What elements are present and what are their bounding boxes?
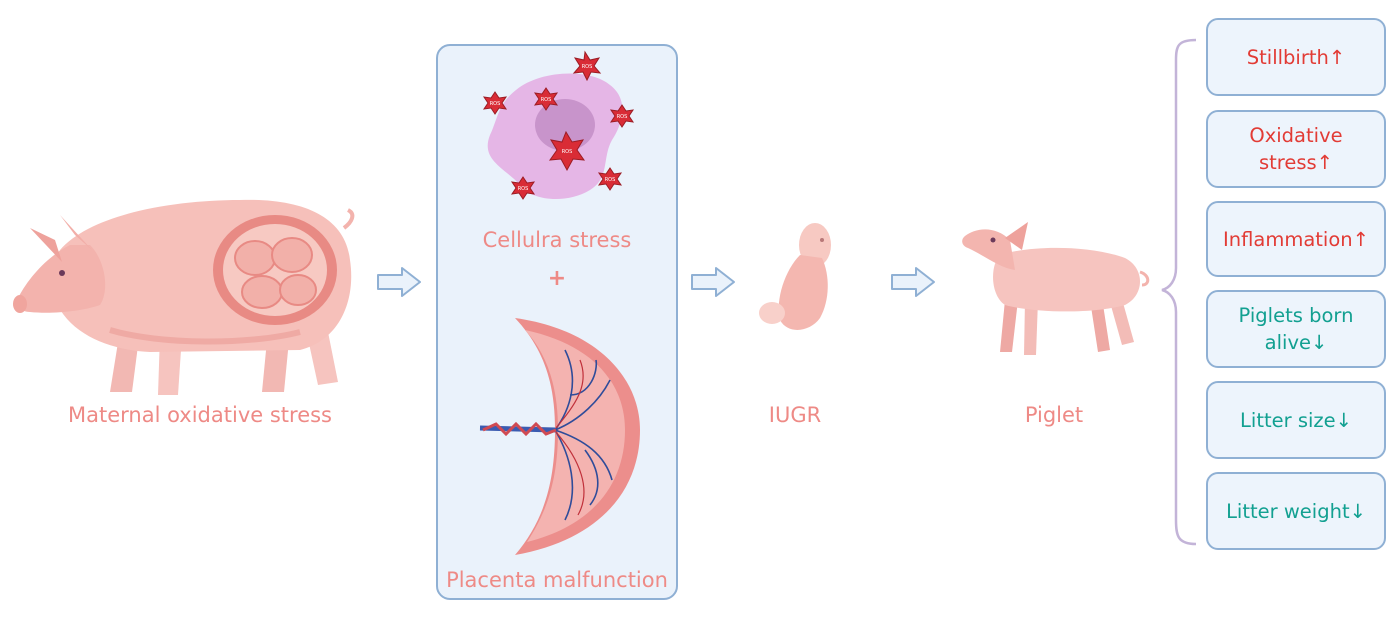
- outcome-litter-size: Litter size↓: [1206, 381, 1386, 459]
- outcome-inflammation: Inflammation↑: [1206, 201, 1386, 277]
- outcome-litter-weight: Litter weight↓: [1206, 472, 1386, 550]
- maternal-oxidative-stress-label: Maternal oxidative stress: [68, 403, 332, 427]
- placenta-malfunction-label: Placenta malfunction: [446, 568, 668, 592]
- iugr-label: IUGR: [768, 403, 822, 427]
- flow-arrow-icon: [891, 267, 935, 297]
- ros-label: ROS: [562, 149, 573, 155]
- ros-label: ROS: [518, 186, 529, 192]
- ros-label: ROS: [490, 101, 501, 107]
- ros-label: ROS: [617, 114, 628, 120]
- flow-arrow-icon: [377, 267, 421, 297]
- ros-label: ROS: [541, 97, 552, 103]
- plus-sign: +: [547, 266, 567, 291]
- ros-label: ROS: [582, 64, 593, 70]
- flow-arrow-icon: [691, 267, 735, 297]
- outcome-stillbirth: Stillbirth↑: [1206, 18, 1386, 96]
- cellular-stress-label: Cellulra stress: [482, 228, 632, 252]
- ros-label: ROS: [605, 177, 616, 183]
- piglet-label: Piglet: [1024, 403, 1084, 427]
